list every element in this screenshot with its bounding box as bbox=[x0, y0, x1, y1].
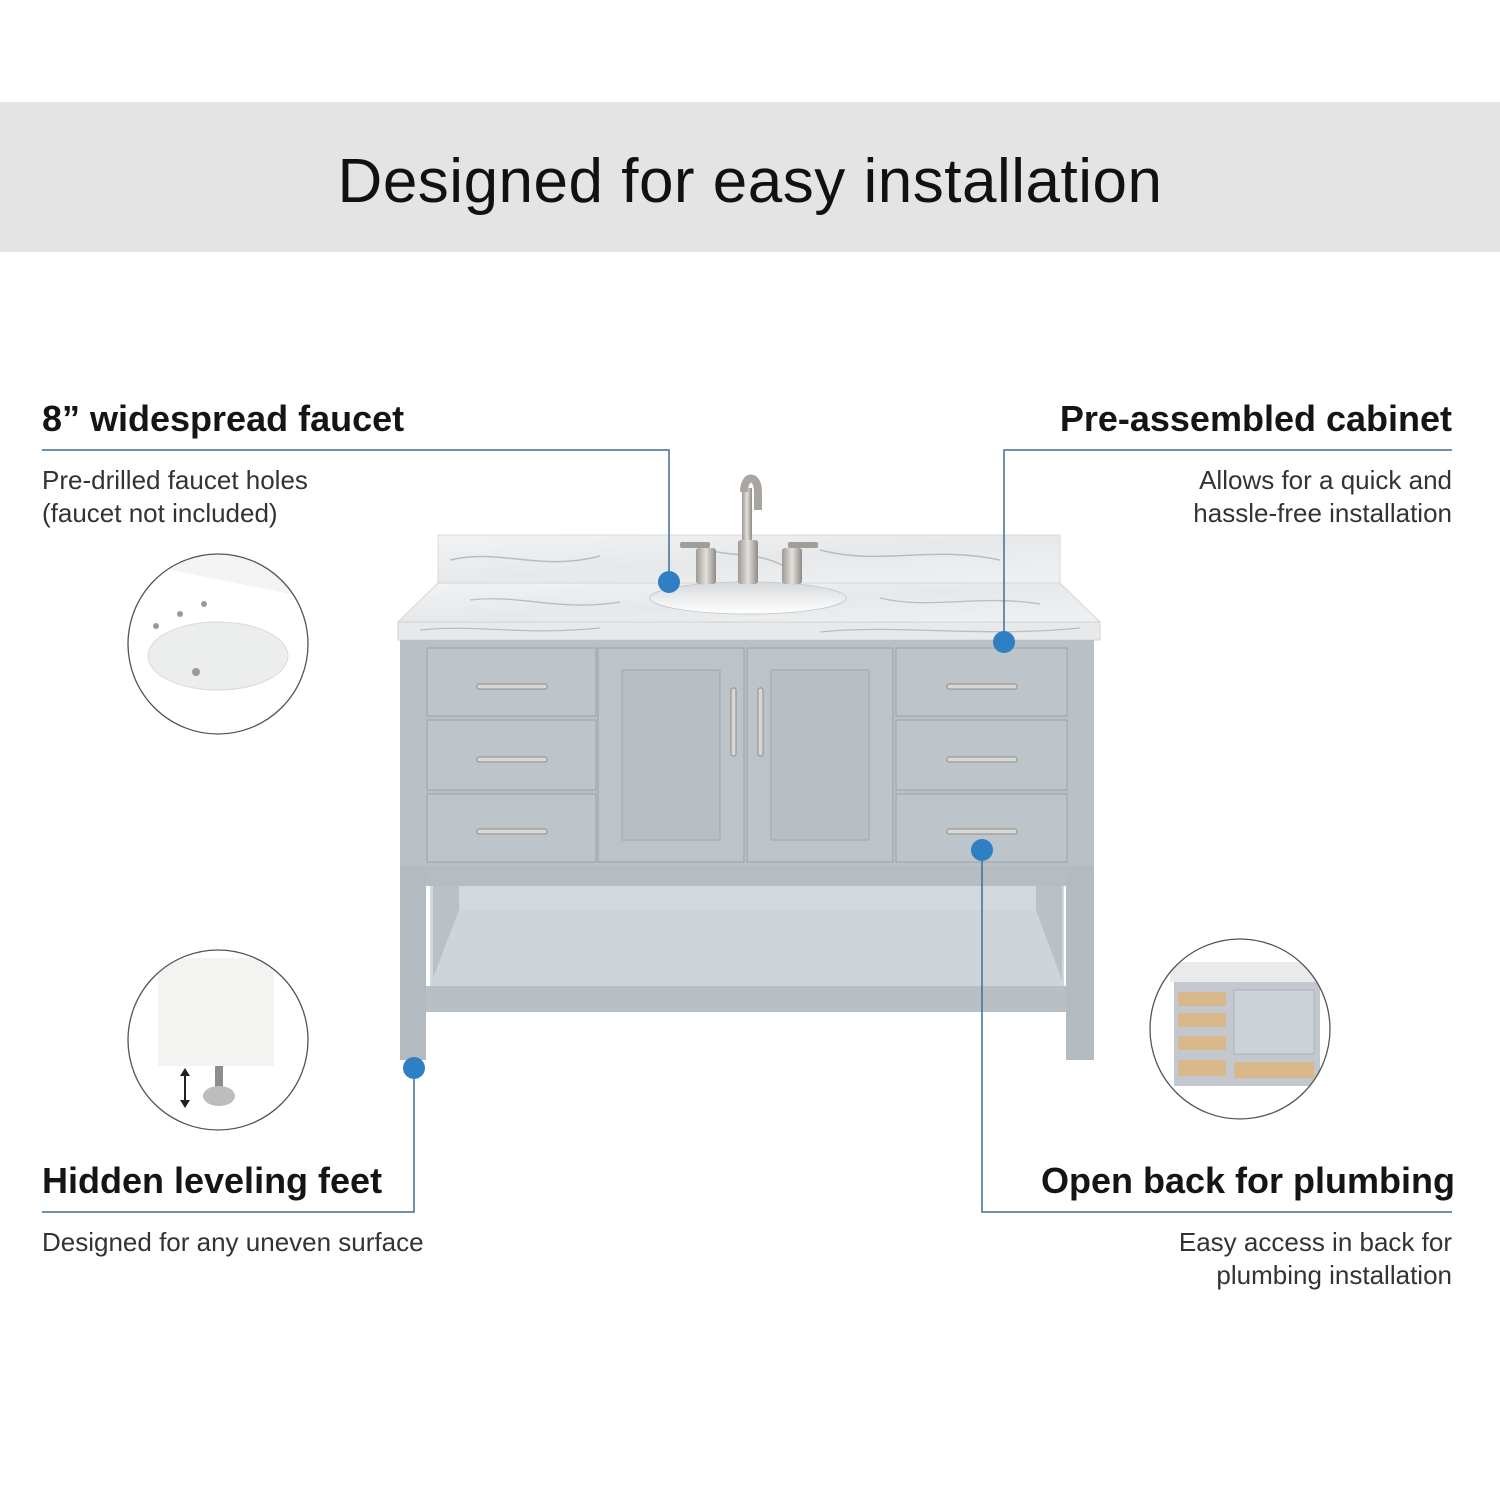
feet-feature-desc: Designed for any uneven surface bbox=[42, 1227, 424, 1257]
plumbing-feature-title: Open back for plumbing bbox=[1040, 1160, 1455, 1201]
plumbing-feature-desc: Easy access in back for plumbing install… bbox=[1178, 1227, 1452, 1290]
faucet-feature-title: 8” widespread faucet bbox=[42, 398, 405, 439]
page-title: Designed for easy installation bbox=[337, 147, 1163, 216]
leveling-foot-inset bbox=[127, 949, 309, 1131]
feet-feature-title: Hidden leveling feet bbox=[42, 1160, 383, 1201]
cabinet-body bbox=[400, 640, 1094, 1060]
callout-dots bbox=[403, 571, 1015, 1079]
cabinet-feature-desc: Allows for a quick and hassle-free insta… bbox=[1193, 465, 1452, 528]
faucet bbox=[680, 474, 818, 584]
cabinet-feature-title: Pre-assembled cabinet bbox=[1059, 398, 1452, 439]
sink-detail-inset bbox=[127, 553, 309, 735]
marble-countertop bbox=[396, 581, 1102, 641]
header-banner: Designed for easy installation bbox=[0, 102, 1500, 252]
callout-lines bbox=[42, 449, 1452, 1213]
open-back-inset bbox=[1149, 938, 1331, 1120]
faucet-feature-desc: Pre-drilled faucet holes (faucet not inc… bbox=[42, 465, 308, 528]
